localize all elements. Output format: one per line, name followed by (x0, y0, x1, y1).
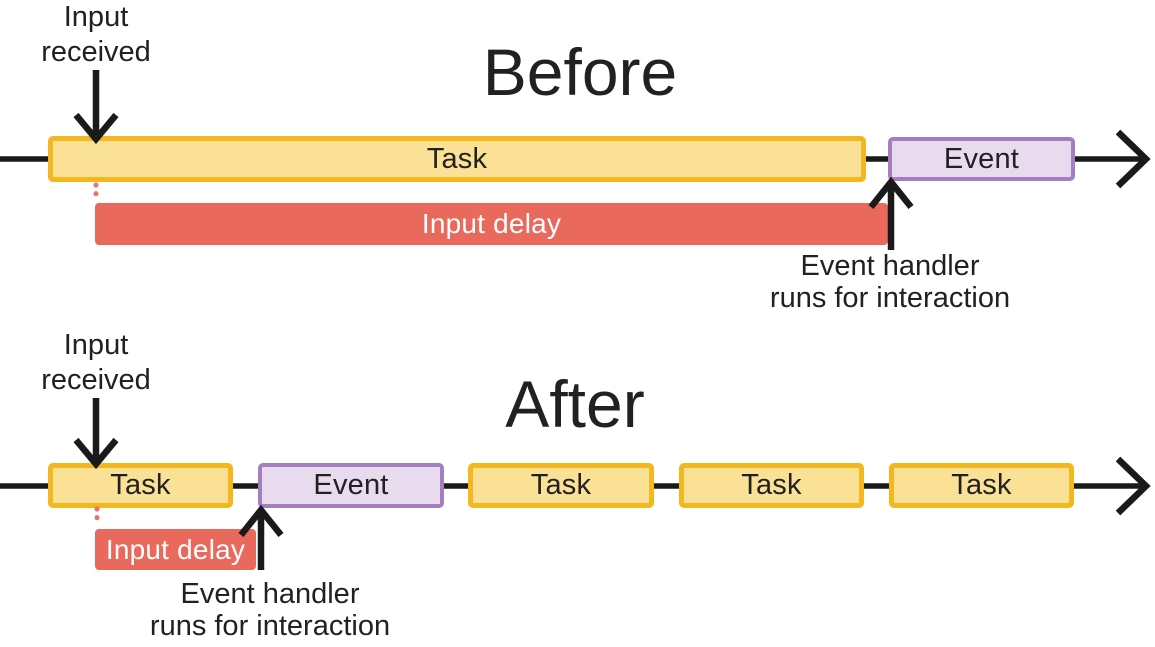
after-event-label: Event (313, 469, 389, 501)
before-event-handler-label: Event handler runs for interaction (740, 250, 1040, 314)
before-event-handler-line2: runs for interaction (769, 282, 1011, 314)
after-task-label-1: Task (110, 469, 171, 501)
after-event-handler-label: Event handler runs for interaction (120, 578, 420, 642)
after-input-delay-label: Input delay (105, 533, 246, 565)
after-event-handler-line1: Event handler (180, 578, 360, 610)
after-task-bar-3: Task (679, 463, 864, 508)
after-task-label-4: Task (951, 469, 1012, 501)
after-task-label-2: Task (530, 469, 592, 501)
after-input-received-line1: Input (63, 329, 129, 361)
before-input-delay-bar: Input delay (95, 203, 888, 245)
before-input-arrow-icon (73, 70, 119, 145)
after-input-arrow-icon (73, 398, 119, 470)
before-input-received-line1: Input (63, 1, 129, 33)
after-task-bar-4: Task (889, 463, 1074, 508)
before-event-handler-line1: Event handler (800, 250, 980, 282)
before-event-label: Event (943, 142, 1020, 175)
after-task-bar-2: Task (468, 463, 654, 508)
before-input-received-label: Input received (16, 0, 176, 70)
before-input-received-line2: received (41, 36, 151, 68)
after-input-received-label: Input received (16, 328, 176, 398)
after-input-received-line2: received (41, 364, 151, 396)
before-timeline-arrow-icon (1115, 129, 1151, 189)
before-task-bar: Task (48, 136, 866, 182)
after-input-delay-bar: Input delay (95, 529, 256, 570)
after-task-bar-1: Task (48, 463, 233, 508)
after-section-title: After (505, 367, 645, 441)
before-event-bar: Event (888, 137, 1075, 181)
before-task-label: Task (426, 142, 488, 175)
before-section-title: Before (482, 35, 678, 109)
before-input-delay-label: Input delay (421, 208, 562, 239)
after-timeline-arrow-icon (1115, 456, 1151, 516)
after-event-bar: Event (258, 463, 444, 508)
after-task-label-3: Task (741, 469, 802, 501)
after-event-handler-line2: runs for interaction (149, 610, 391, 642)
